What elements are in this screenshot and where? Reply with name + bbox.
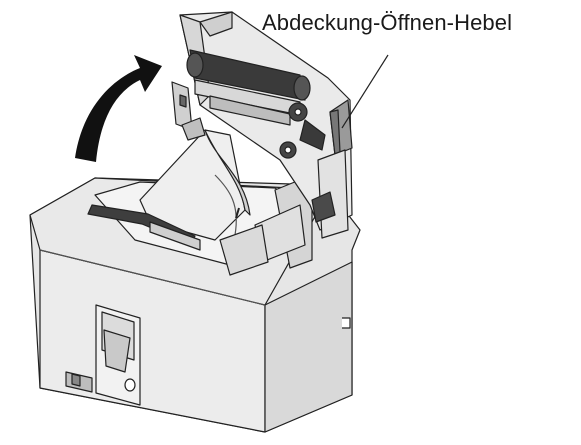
printer-cover-open — [171, 11, 353, 239]
paper-roll-compartment — [87, 129, 313, 276]
front-paper-slot — [65, 304, 141, 406]
lever-callout-label: Abdeckung-Öffnen-Hebel — [262, 10, 513, 35]
cover-open-arrow — [75, 55, 162, 162]
callout-leader-line — [341, 54, 389, 129]
